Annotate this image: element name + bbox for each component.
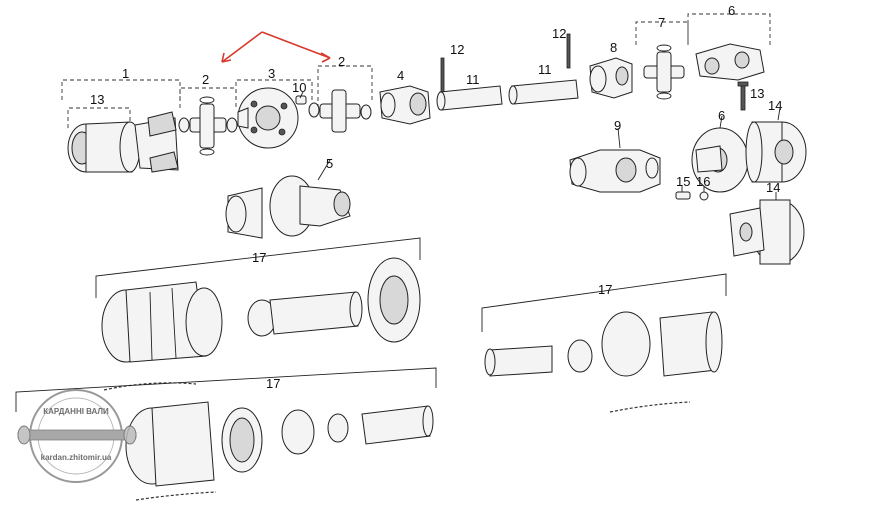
- label-6-mid: 6: [718, 108, 725, 123]
- part-5-cv-joint: [225, 175, 351, 239]
- label-12-right: 12: [552, 26, 566, 41]
- label-15: 15: [676, 174, 690, 189]
- part-16-nut: [699, 191, 709, 201]
- leader-lines: [299, 91, 781, 200]
- part-14-clutch-with-yoke: [729, 199, 805, 265]
- part-7-cross-kit: [643, 44, 685, 100]
- part-8-yoke: [589, 57, 633, 99]
- label-10: 10: [292, 80, 306, 95]
- label-17-right: 17: [598, 282, 612, 297]
- label-7: 7: [658, 15, 665, 30]
- part-17-guard-set-2: [481, 273, 727, 413]
- part-6-flange-yoke: [691, 127, 749, 193]
- label-13-right: 13: [750, 86, 764, 101]
- label-3: 3: [268, 66, 275, 81]
- label-1: 1: [122, 66, 129, 81]
- label-17-bottom: 17: [266, 376, 280, 391]
- highlight-arrows: [221, 31, 331, 63]
- watermark-stamp: КАРДАННІ ВАЛИ kardan.zhitomir.ua: [17, 389, 137, 483]
- label-2-right: 2: [338, 54, 345, 69]
- label-14-bottom: 14: [766, 180, 780, 195]
- part-15-bolt: [675, 191, 691, 200]
- group-brackets-top: [61, 13, 771, 128]
- part-2-cross-kit-left: [178, 96, 238, 156]
- label-12-left: 12: [450, 42, 464, 57]
- part-17-guard-set-1: [95, 237, 421, 391]
- part-11-tubes: [436, 79, 579, 111]
- label-11-left: 11: [466, 72, 480, 87]
- label-6-top: 6: [728, 3, 735, 18]
- part-6-yoke-top: [695, 43, 765, 81]
- label-5: 5: [326, 156, 333, 171]
- label-13-left: 13: [90, 92, 104, 107]
- label-16: 16: [696, 174, 710, 189]
- label-8: 8: [610, 40, 617, 55]
- watermark-top-text: КАРДАННІ ВАЛИ: [43, 407, 109, 416]
- label-11-right: 11: [538, 62, 552, 77]
- watermark-bottom-text: kardan.zhitomir.ua: [41, 453, 112, 462]
- label-17-top: 17: [252, 250, 266, 265]
- part-1-yoke-assembly: [67, 111, 179, 173]
- part-9-wide-angle-joint: [569, 149, 661, 193]
- label-14-top: 14: [768, 98, 782, 113]
- label-4: 4: [397, 68, 404, 83]
- part-2-cross-kit-right: [308, 89, 372, 133]
- part-12-pins: [440, 33, 571, 93]
- part-3-flange: [237, 87, 299, 149]
- part-10-grease-nipple: [295, 95, 307, 105]
- label-2-left: 2: [202, 72, 209, 87]
- part-4-inner-yoke: [379, 85, 431, 125]
- part-13-bolt: [737, 81, 749, 111]
- part-number-labels: 1 2 2 3 4 5 6 6 7 8 9 10 11 11 12 12 13 …: [90, 3, 782, 391]
- part-14-clutch-top: [745, 121, 807, 183]
- part-17-guard-set-3: [15, 367, 437, 501]
- label-9: 9: [614, 118, 621, 133]
